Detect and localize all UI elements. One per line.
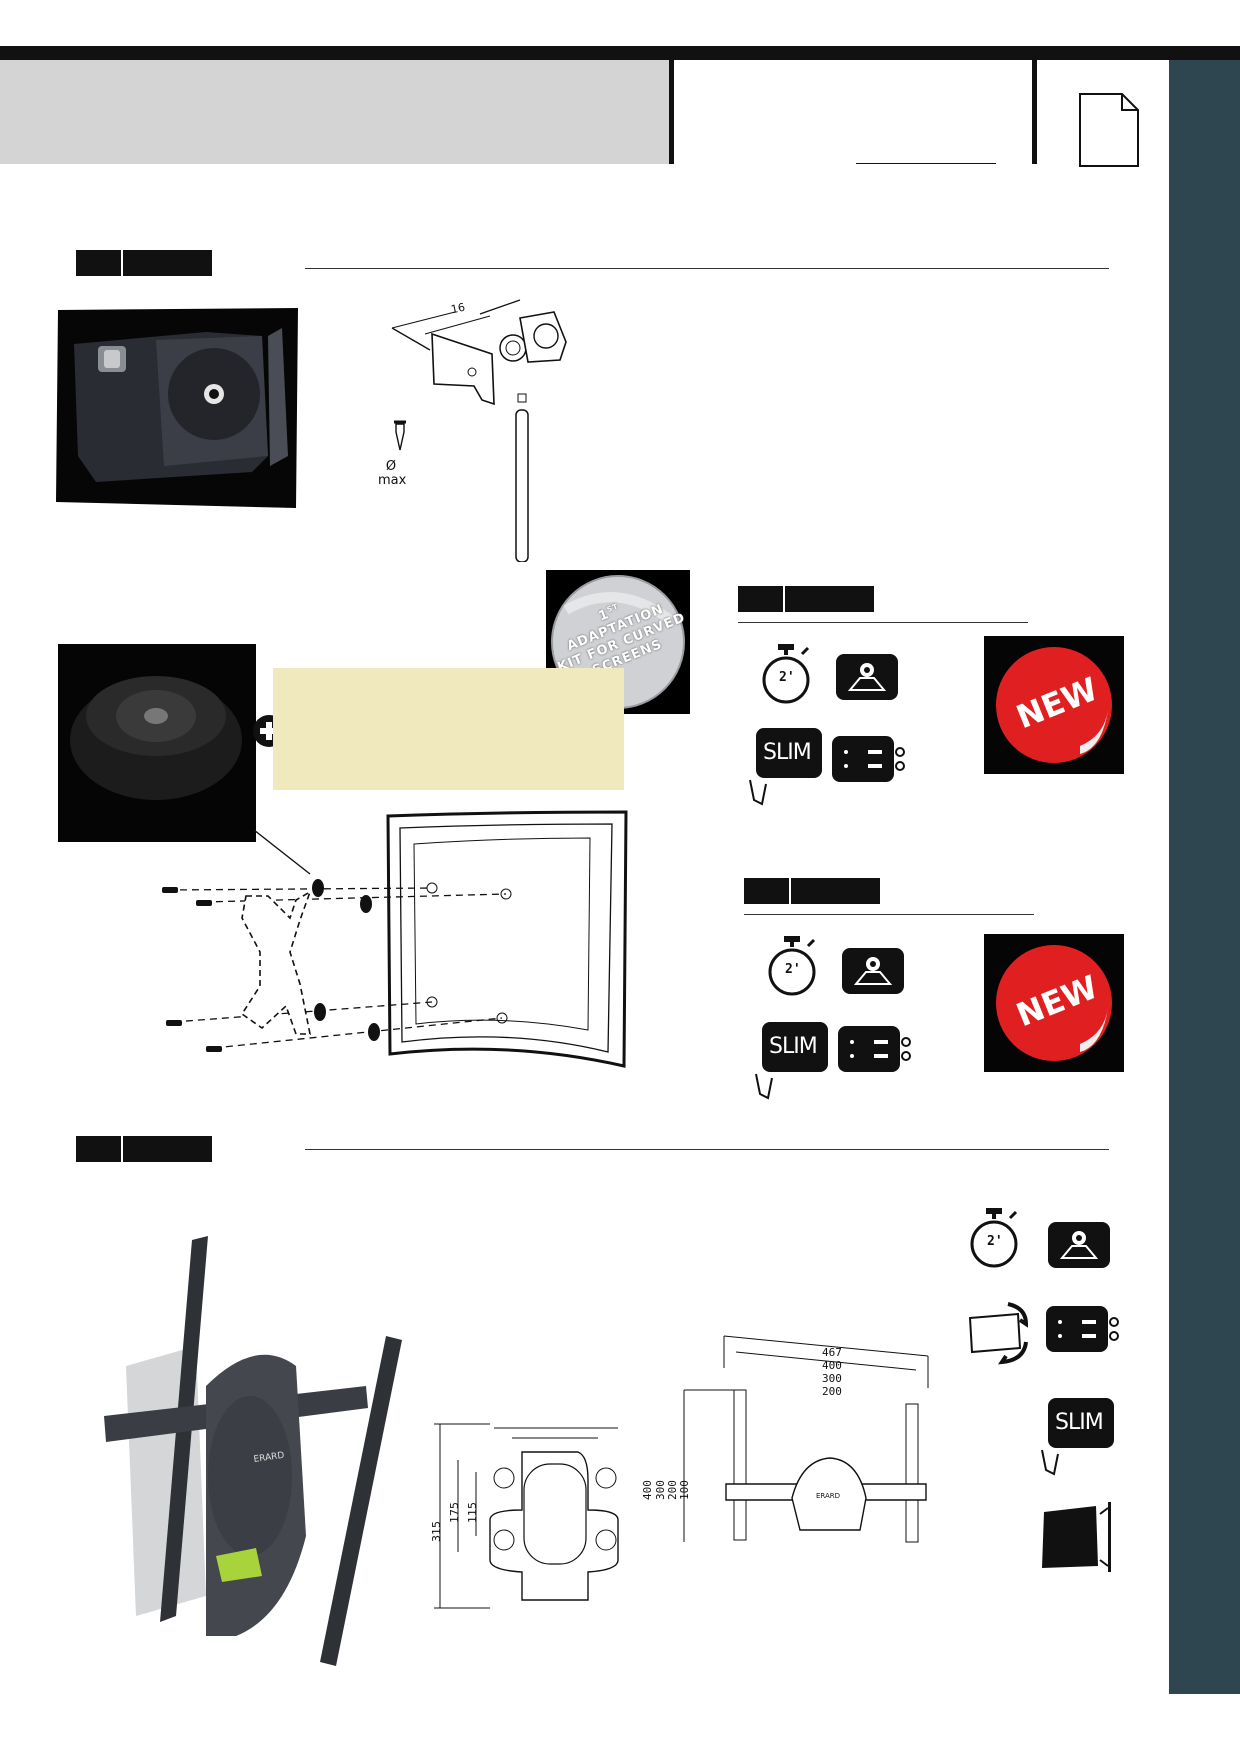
info-highlight-box [273, 668, 624, 790]
product-rule [744, 914, 1034, 915]
slim-label: SLIM [1055, 1410, 1104, 1435]
header-underline [856, 163, 996, 164]
header-title-panel [0, 60, 670, 164]
header-divider [669, 60, 674, 164]
svg-text:ERARD: ERARD [816, 1492, 840, 1500]
section-tab [76, 250, 212, 276]
dim-200: 200 [822, 1385, 842, 1398]
bracket-screws-icon [832, 736, 905, 782]
stopwatch-icon [970, 1208, 1018, 1268]
diameter-symbol: Ø [385, 459, 397, 474]
section-rule [305, 1149, 1109, 1150]
max-label: max [378, 473, 407, 488]
slim-label: SLIM [763, 740, 812, 765]
bracket-screws-icon [1046, 1306, 1119, 1352]
product-tab [738, 586, 874, 612]
section-tab [76, 1136, 212, 1162]
vesa-dimensions-diagram: ERARD [683, 1335, 929, 1543]
stopwatch-icon [768, 936, 816, 996]
dim-400: 400 [822, 1359, 842, 1372]
top-bar [0, 46, 1240, 60]
badge-line1-sup: ST [605, 602, 620, 614]
slim-icon [749, 728, 822, 806]
svg-text:ERARD: ERARD [253, 1451, 285, 1465]
dim-115: 115 [466, 1502, 479, 1523]
screw-diameter-label: Ø max [378, 459, 407, 488]
round-adapter-photo [58, 644, 256, 842]
bracket-screws-icon [838, 1026, 911, 1072]
product-rule [738, 622, 1028, 623]
tilt-mount-photo: ERARD [104, 1236, 402, 1666]
timer-label: 2' [779, 670, 795, 685]
dim-300: 300 [822, 1372, 842, 1385]
new-badge [984, 934, 1124, 1072]
height-dims: 400 [641, 1480, 654, 1500]
dim-315: 315 [430, 1521, 443, 1542]
section-rule [305, 268, 1109, 269]
level-adjust-icon [836, 654, 898, 700]
level-adjust-icon [1048, 1222, 1110, 1268]
dim-h100: 100 [678, 1480, 691, 1500]
adapter-bracket-photo [56, 308, 298, 508]
adapter-exploded-diagram [391, 299, 567, 562]
product-tab [744, 878, 880, 904]
timer-label: 2' [785, 962, 801, 977]
slim-icon [755, 1022, 828, 1100]
flat-screen-wall-icon [1042, 1502, 1111, 1572]
curved-screen-mounting-diagram [162, 810, 628, 1068]
sidebar-band [1169, 60, 1240, 1694]
slim-icon [1041, 1398, 1114, 1476]
width-dims: 467 400 300 200 [822, 1346, 842, 1398]
timer-label: 2' [987, 1234, 1003, 1249]
new-badge [984, 636, 1124, 774]
level-adjust-icon [842, 948, 904, 994]
stopwatch-icon [762, 644, 810, 704]
tilt-icon [968, 1302, 1029, 1365]
front-dimensions-diagram [434, 1423, 619, 1609]
dim-467: 467 [822, 1346, 842, 1359]
dim-175: 175 [448, 1502, 461, 1523]
document-icon [1079, 93, 1139, 167]
dim-h400: 400 [641, 1480, 654, 1500]
slim-label: SLIM [769, 1034, 818, 1059]
header-divider [1032, 60, 1037, 164]
